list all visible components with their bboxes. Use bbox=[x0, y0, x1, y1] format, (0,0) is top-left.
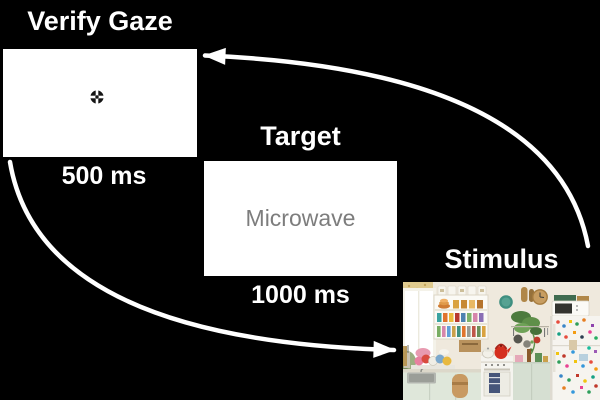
target-title: Target bbox=[260, 121, 341, 151]
verify-gaze-screen bbox=[3, 49, 197, 157]
target-screen: Microwave bbox=[204, 161, 397, 276]
verify-gaze-duration: 500 ms bbox=[61, 162, 147, 190]
cutting-board bbox=[521, 287, 528, 302]
red-kettle bbox=[482, 343, 512, 359]
stove bbox=[481, 356, 513, 400]
verify-gaze-title: Verify Gaze bbox=[27, 6, 173, 36]
target-duration: 1000 ms bbox=[251, 281, 350, 309]
dish-rack bbox=[403, 345, 455, 369]
fixation-target-icon bbox=[90, 90, 104, 104]
wooden-box bbox=[459, 340, 481, 352]
hanging-utensils bbox=[511, 326, 549, 348]
microwave bbox=[551, 295, 590, 317]
wall-clock bbox=[532, 289, 548, 305]
mint-cabinet bbox=[513, 349, 550, 400]
kitchen-scene-photo bbox=[403, 282, 600, 400]
stimulus-to-verify-gaze-arrow bbox=[202, 47, 591, 249]
verify-gaze-to-stimulus-arrow bbox=[7, 159, 397, 358]
open-shelf-unit bbox=[433, 294, 489, 340]
stimulus-image bbox=[403, 282, 600, 400]
fridge-magnets bbox=[556, 318, 598, 394]
hanging-bag bbox=[452, 374, 468, 398]
target-word: Microwave bbox=[245, 205, 356, 231]
fridge bbox=[550, 316, 600, 400]
counter-and-sink bbox=[403, 367, 483, 400]
canisters bbox=[437, 285, 487, 296]
stimulus-title: Stimulus bbox=[444, 244, 559, 274]
